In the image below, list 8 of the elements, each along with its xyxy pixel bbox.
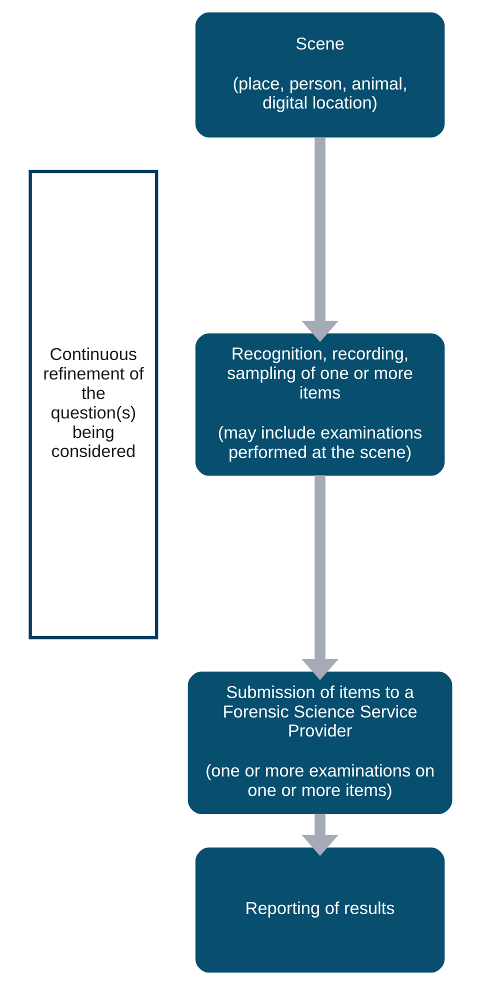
node-box: Recognition, recording, sampling of one or more items (may include examinations performed at the scene) <box>195 333 445 476</box>
arrow <box>302 814 339 856</box>
node-box: Continuous refinement of the question(s) being considered <box>28 170 158 640</box>
node-box: Submission of items to a Forensic Science Service Provider (one or more examinations on one or more items) <box>188 672 452 814</box>
arrow <box>302 475 339 680</box>
node-box: Reporting of results <box>195 848 445 973</box>
arrow <box>302 137 339 342</box>
node-box: Scene (place, person, animal, digital location) <box>195 12 445 138</box>
